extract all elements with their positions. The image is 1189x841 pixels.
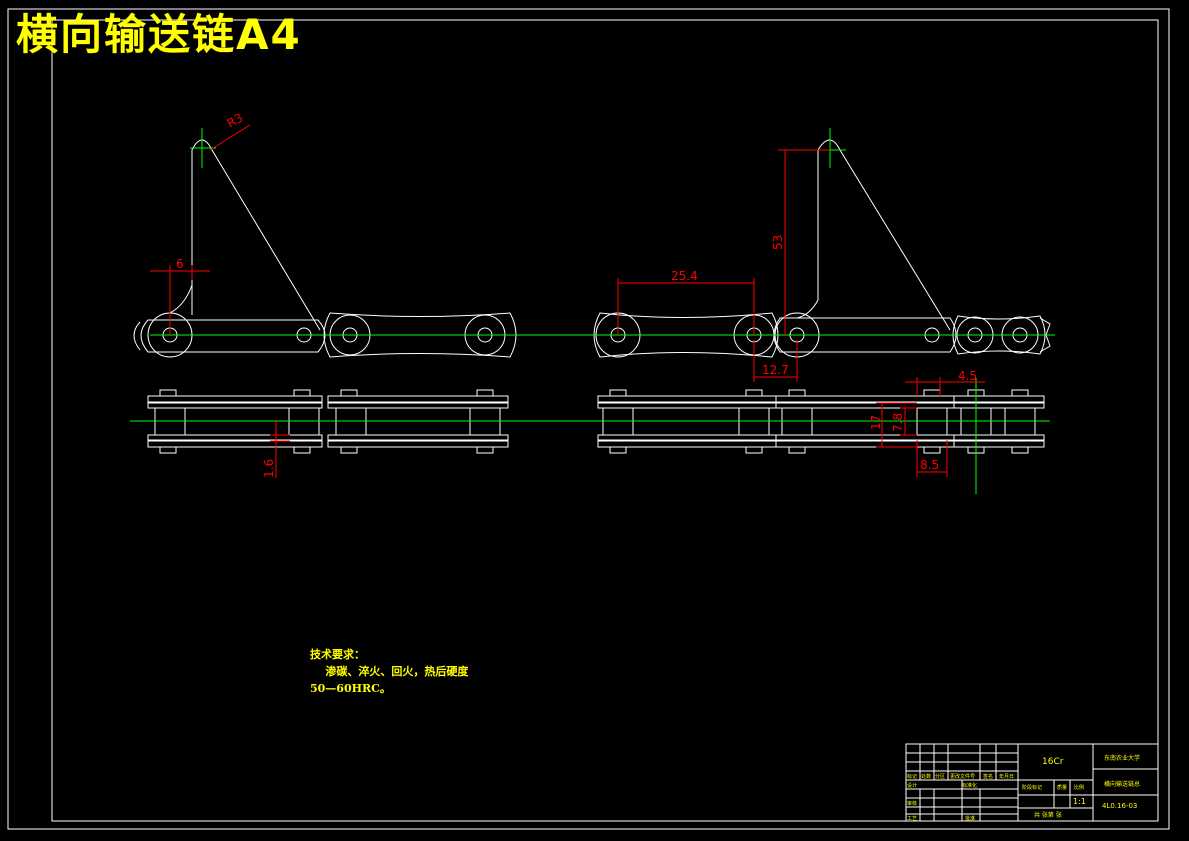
dimension-texts: R3 6 25.4 53 12.7 4.5 17 7.8 8.5 1.6: [176, 110, 977, 478]
scale-value: 1:1: [1073, 797, 1086, 806]
dim-r3: R3: [225, 110, 246, 130]
rev-header-4: 更改文件号: [950, 774, 976, 780]
dim-8-5: 8.5: [920, 458, 939, 472]
dim-53: 53: [771, 235, 785, 250]
part-name: 横向输送链总: [1104, 781, 1141, 788]
stage-header-2: 质量: [1057, 785, 1068, 791]
dim-4-5: 4.5: [958, 369, 977, 383]
rev-header-6: 年月日: [999, 774, 1015, 780]
tech-line-2: 50—60HRC。: [310, 682, 391, 695]
dim-12-7: 12.7: [762, 363, 789, 377]
drawing-number: 4L0.16-03: [1102, 802, 1138, 810]
technical-requirements: 技术要求： 渗碳、淬火、回火，热后硬度 50—60HRC。: [310, 646, 468, 697]
inner-border: [51, 19, 1159, 822]
row-process: 工艺: [907, 816, 918, 822]
dim-17: 17: [869, 415, 883, 430]
row-std: 标准化: [962, 783, 978, 789]
stage-header-1: 阶段标记: [1022, 785, 1043, 791]
dim-25-4: 25.4: [671, 269, 698, 283]
stage-header-3: 比例: [1074, 785, 1085, 791]
tech-line-1: 渗碳、淬火、回火，热后硬度: [310, 665, 469, 678]
row-approve: 批准: [965, 816, 976, 822]
rev-header-1: 标记: [907, 774, 918, 780]
school-name: 东南农业大学: [1104, 755, 1141, 762]
dim-7-8: 7.8: [891, 413, 905, 432]
row-design: 设计: [907, 783, 918, 789]
dim-1-6: 1.6: [262, 459, 276, 478]
dimension-lines: [150, 124, 985, 478]
top-centerlines: [130, 378, 1050, 494]
drawing-title: 横向输送链A4: [16, 10, 302, 59]
outer-border: [7, 8, 1170, 830]
row-check: 审核: [907, 801, 918, 807]
tech-heading: 技术要求：: [310, 648, 365, 661]
material-label: 16Cr: [1042, 757, 1064, 767]
rev-header-3: 分区: [935, 774, 946, 780]
sheet-info: 共 张第 张: [1034, 812, 1062, 819]
rev-header-5: 签名: [983, 774, 994, 780]
rev-header-2: 处数: [921, 774, 932, 780]
title-block: [905, 743, 1159, 822]
front-centerlines: [150, 128, 1055, 336]
dim-6: 6: [176, 257, 184, 271]
